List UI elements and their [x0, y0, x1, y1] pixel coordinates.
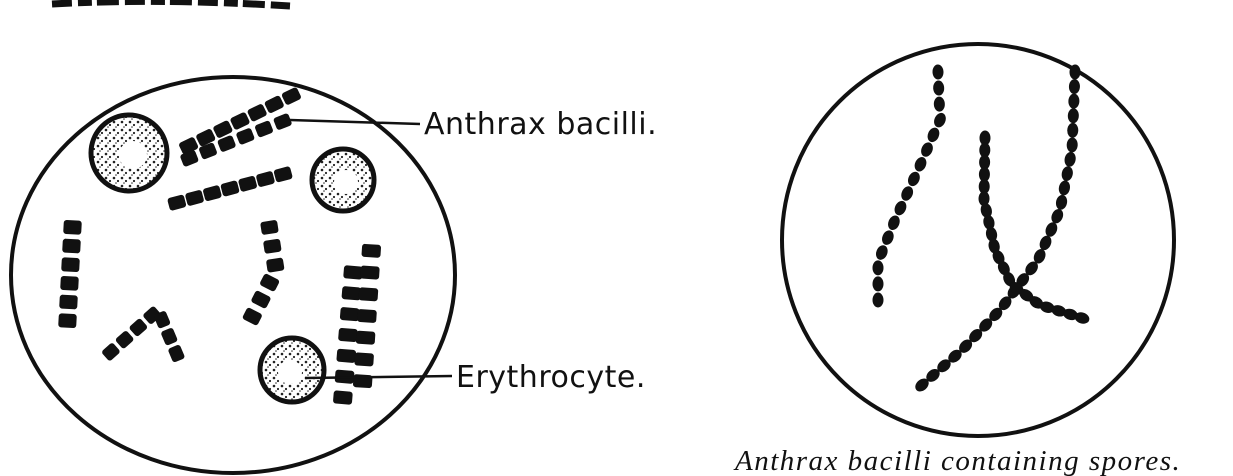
spore — [925, 126, 941, 144]
bacillus-segment — [247, 103, 268, 122]
bacillus-segment — [263, 239, 282, 254]
spore — [933, 80, 945, 95]
bacillus-segment — [357, 309, 377, 323]
bacillus-segment — [63, 220, 82, 235]
bacillus-segment — [260, 220, 279, 235]
bacillus-segment — [62, 239, 81, 254]
bacillus-segment — [185, 189, 205, 206]
bacillus-segment — [230, 111, 251, 130]
spore — [1060, 165, 1074, 182]
bacillus-segment — [259, 273, 280, 292]
erythrocyte-2 — [312, 149, 374, 211]
right-panel: Anthrax bacilli containing spores. — [733, 44, 1181, 476]
spore — [1067, 123, 1079, 138]
bacillus-segment — [340, 307, 360, 322]
erythrocyte-3 — [260, 338, 324, 402]
label-erythrocyte: Erythrocyte. — [456, 360, 646, 395]
bacillus-segment — [273, 113, 293, 131]
bacillus-segment — [167, 194, 187, 211]
spore — [1066, 137, 1078, 152]
spore — [934, 96, 946, 111]
spore — [1068, 93, 1080, 108]
spore-chains — [873, 64, 1091, 394]
spore — [906, 170, 922, 188]
bacillus-segment — [160, 327, 178, 346]
bacillus-segment — [333, 390, 353, 405]
bacillus-segment — [360, 265, 380, 279]
bacillus-segment — [281, 87, 302, 106]
erythrocyte-leader-line — [305, 376, 452, 378]
bacillus-segment — [273, 166, 293, 183]
bacillus-segment — [256, 171, 276, 188]
spore — [1068, 108, 1080, 123]
spore — [1069, 79, 1081, 94]
bacillus-segment — [202, 185, 222, 202]
bacillus-segment — [250, 290, 271, 309]
bacillus-segment — [61, 257, 80, 272]
bacilli-leader-line — [290, 120, 420, 124]
bacillus-segment — [359, 287, 379, 301]
bacillus-segment — [238, 175, 258, 192]
bacillus-segment — [266, 257, 285, 272]
top-cropped-text — [52, 1, 290, 6]
spore — [873, 293, 884, 308]
spore — [912, 155, 928, 173]
right-field-circle — [782, 44, 1174, 436]
spore — [873, 276, 884, 291]
left-panel: Anthrax bacilli. Erythrocyte. — [11, 77, 657, 473]
bacillus-segment — [128, 318, 148, 338]
left-field-circle — [11, 77, 455, 473]
bacillus-segment — [220, 180, 240, 197]
bacilli-chain-center-curve — [242, 220, 285, 326]
bacillus-segment — [341, 286, 361, 301]
spore — [880, 229, 896, 247]
bacillus-segment — [254, 120, 274, 138]
spore — [1063, 151, 1077, 168]
spore — [1055, 194, 1069, 211]
spore — [899, 184, 915, 202]
spore — [932, 64, 944, 79]
bacillus-segment — [168, 344, 186, 363]
spore — [873, 260, 884, 275]
spore — [932, 111, 948, 129]
spore — [1058, 180, 1072, 197]
bacillus-segment — [242, 307, 263, 326]
bacilli-chain-left-vertical — [58, 220, 82, 328]
bacillus-segment — [236, 127, 256, 145]
bacillus-segment — [356, 331, 376, 345]
bacilli-chain-third — [167, 166, 293, 211]
label-anthrax-bacilli: Anthrax bacilli. — [424, 107, 657, 142]
bacillus-segment — [338, 328, 358, 343]
bacillus-segment — [264, 95, 285, 114]
spore-chain-left — [873, 64, 948, 307]
bacillus-segment — [343, 265, 363, 280]
spore-chain-long-diagonal — [913, 64, 1081, 394]
bacillus-segment — [354, 352, 374, 366]
bacillus-segment — [60, 276, 79, 291]
bacillus-segment — [115, 330, 135, 350]
bacillus-segment — [101, 342, 121, 362]
bacillus-segment — [336, 349, 356, 364]
bacillus-segment — [59, 295, 78, 310]
spore — [874, 244, 890, 262]
bacillus-segment — [361, 244, 381, 258]
caption-spores: Anthrax bacilli containing spores. — [733, 445, 1181, 476]
bacilli-chain-bottom-bend — [101, 305, 185, 363]
spore — [892, 199, 908, 217]
bacillus-segment — [58, 313, 77, 328]
spore — [886, 214, 902, 232]
spore — [919, 140, 935, 158]
erythrocyte-1 — [91, 115, 167, 191]
